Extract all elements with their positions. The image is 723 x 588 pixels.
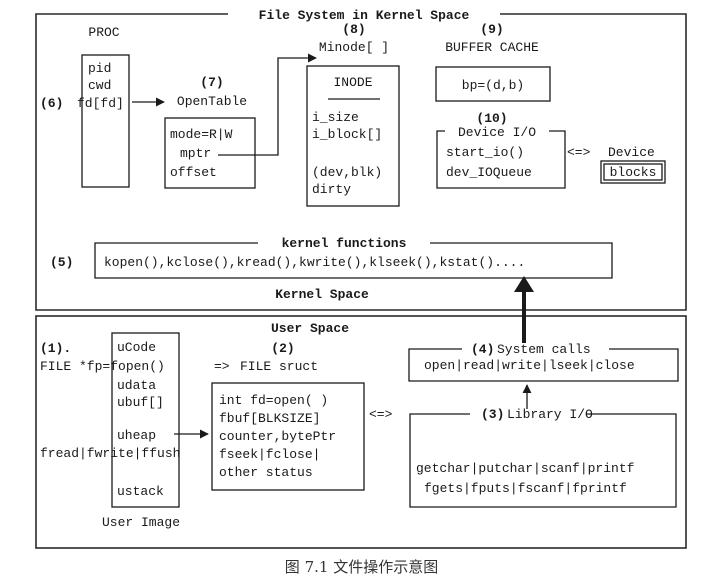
- device-io-number: (10): [476, 111, 507, 126]
- kernel-functions-box: [94, 242, 613, 279]
- user-image-field-ucode: uCode: [117, 340, 156, 355]
- device-blocks-label: blocks: [610, 165, 657, 180]
- proc-header: PROC: [88, 25, 119, 40]
- system-calls-title: System calls: [497, 342, 591, 357]
- file-system-diagram: File System in Kernel Space PROC pid cwd…: [35, 8, 687, 549]
- opentable-box: [164, 117, 256, 189]
- buffer-cache-number: (9): [480, 22, 503, 37]
- minode-number: (8): [342, 22, 365, 37]
- kernel-functions-title: kernel functions: [282, 236, 407, 251]
- user-image-field-ubuf: ubuf[]: [117, 395, 164, 410]
- device-blocks-outer: [600, 160, 666, 184]
- buffer-cache-content: bp=(d,b): [462, 78, 524, 93]
- minode-field-iblock: i_block[]: [312, 127, 382, 142]
- buffer-cache-box: [435, 66, 551, 102]
- proc-field-fd: fd[fd]: [77, 96, 124, 111]
- system-calls-number: (4): [471, 342, 494, 357]
- device-blocks-inner: [603, 163, 663, 181]
- user-image-field-ustack: ustack: [117, 484, 164, 499]
- user-space-title: User Space: [271, 321, 349, 336]
- proc-field-cwd: cwd: [88, 78, 111, 93]
- opentable-title: OpenTable: [177, 94, 247, 109]
- kernel-space-footer: Kernel Space: [275, 287, 369, 302]
- fp-fopen-label: FILE *fp=fopen(): [40, 359, 165, 374]
- device-io-box: [436, 130, 566, 189]
- library-io-line-2: fgets|fputs|fscanf|fprintf: [424, 481, 627, 496]
- file-struct-box: [211, 382, 365, 491]
- file-struct-field-fseek: fseek|fclose|: [219, 447, 320, 462]
- opentable-field-mptr: mptr: [180, 146, 211, 161]
- user-image-field-uheap: uheap: [117, 428, 156, 443]
- minode-field-devblk: (dev,blk): [312, 165, 382, 180]
- minode-box: [306, 65, 400, 207]
- file-struct-field-other: other status: [219, 465, 313, 480]
- device-label: Device: [608, 145, 655, 160]
- file-struct-field-counter: counter,bytePtr: [219, 429, 336, 444]
- file-struct-field-fd: int fd=open( ): [219, 393, 328, 408]
- file-struct-number: (2): [271, 341, 294, 356]
- figure-caption: 图 7.1 文件操作示意图: [284, 558, 439, 576]
- file-struct-title: FILE sruct: [240, 359, 318, 374]
- user-image-box: [111, 332, 180, 508]
- file-struct-exchange-symbol: <=>: [369, 407, 393, 422]
- opentable-field-offset: offset: [170, 165, 217, 180]
- kernel-functions-number: (5): [50, 255, 73, 270]
- syscall-to-kernel-arrowhead: [514, 276, 534, 292]
- user-image-caption: User Image: [102, 515, 180, 530]
- device-io-field-queue: dev_IOQueue: [446, 165, 532, 180]
- kernel-space-frame: [35, 13, 687, 311]
- file-struct-arrow-symbol: =>: [214, 359, 230, 374]
- library-io-line-1: getchar|putchar|scanf|printf: [416, 461, 634, 476]
- library-io-number: (3): [481, 407, 504, 422]
- minode-field-dirty: dirty: [312, 182, 351, 197]
- mptr-to-minode-arrow: [218, 53, 317, 156]
- minode-field-isize: i_size: [312, 110, 359, 125]
- minode-title: Minode[ ]: [319, 40, 389, 55]
- proc-box: [81, 54, 130, 188]
- system-calls-box: [408, 348, 679, 382]
- opentable-number: (7): [200, 75, 223, 90]
- device-io-title: Device I/O: [458, 125, 536, 140]
- kernel-space-title: File System in Kernel Space: [259, 8, 470, 23]
- device-exchange-symbol: <=>: [567, 145, 591, 160]
- fread-fwrite-label: fread|fwrite|ffush: [40, 446, 180, 461]
- user-image-field-udata: udata: [117, 378, 156, 393]
- user-space-frame: [35, 315, 687, 549]
- kernel-functions-content: kopen(),kclose(),kread(),kwrite(),klseek…: [104, 255, 525, 270]
- file-struct-field-fbuf: fbuf[BLKSIZE]: [219, 411, 320, 426]
- library-io-box: [409, 413, 677, 508]
- library-io-title: Library I/O: [507, 407, 593, 422]
- proc-field-pid: pid: [88, 61, 111, 76]
- device-io-field-startio: start_io(): [446, 145, 524, 160]
- inode-header: INODE: [333, 75, 372, 90]
- system-calls-content: open|read|write|lseek|close: [424, 358, 635, 373]
- proc-label: (6): [40, 96, 63, 111]
- opentable-field-mode: mode=R|W: [170, 127, 233, 142]
- user-image-number: (1).: [40, 341, 71, 356]
- buffer-cache-title: BUFFER CACHE: [445, 40, 539, 55]
